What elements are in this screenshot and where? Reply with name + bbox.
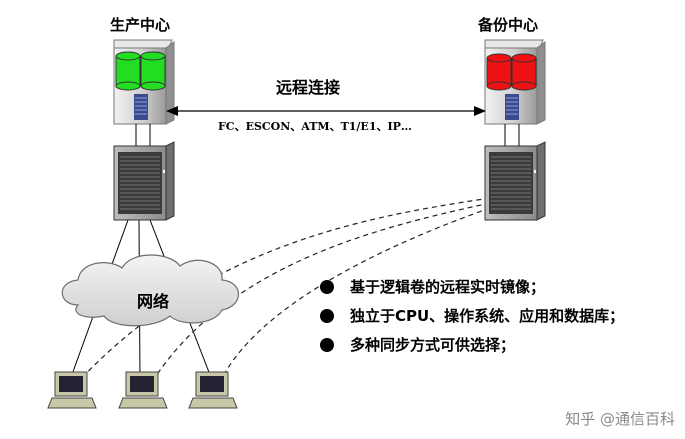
bullet-icon [320, 338, 334, 352]
backup-disk-b [511, 57, 537, 87]
production-site-title: 生产中心 [110, 16, 171, 34]
storage-server-links [135, 124, 520, 146]
production-server-icon [113, 141, 175, 221]
feature-text: 多种同步方式可供选择； [350, 336, 516, 354]
production-disk-b [140, 55, 166, 87]
production-storage-cabinet [113, 39, 175, 125]
client-pc-icon [188, 371, 238, 409]
backup-storage-cabinet [484, 39, 546, 125]
feature-text: 独立于CPU、操作系统、应用和数据库； [350, 307, 625, 325]
watermark: 知乎 @通信百科 [565, 410, 675, 428]
remote-links-backup [77, 197, 491, 383]
backup-disk-b-top [511, 53, 537, 63]
feature-item: 基于逻辑卷的远程实时镜像； [318, 276, 648, 299]
bullet-icon [320, 309, 334, 323]
network-cloud [61, 254, 239, 327]
backup-disk-a-top [486, 53, 512, 63]
feature-item: 多种同步方式可供选择； [318, 334, 648, 357]
client-pc-icon [47, 371, 97, 409]
client-pc-icon [118, 371, 168, 409]
backup-disk-icon [486, 53, 537, 91]
bullet-icon [320, 280, 334, 294]
network-label: 网络 [137, 292, 170, 311]
remote-link-title: 远程连接 [276, 78, 341, 97]
backup-site-title: 备份中心 [478, 16, 539, 34]
production-disk-a-top [115, 51, 141, 61]
backup-server-icon [484, 141, 546, 221]
feature-text: 基于逻辑卷的远程实时镜像； [350, 278, 546, 296]
feature-item: 独立于CPU、操作系统、应用和数据库； [318, 305, 648, 328]
protocol-list: FC、ESCON、ATM、T1/E1、IP… [218, 120, 412, 133]
remote-link-arrow [166, 106, 486, 116]
production-disk-b-top [140, 51, 166, 61]
production-disk-icon [115, 51, 166, 91]
feature-list: 基于逻辑卷的远程实时镜像； 独立于CPU、操作系统、应用和数据库； 多种同步方式… [318, 276, 648, 363]
